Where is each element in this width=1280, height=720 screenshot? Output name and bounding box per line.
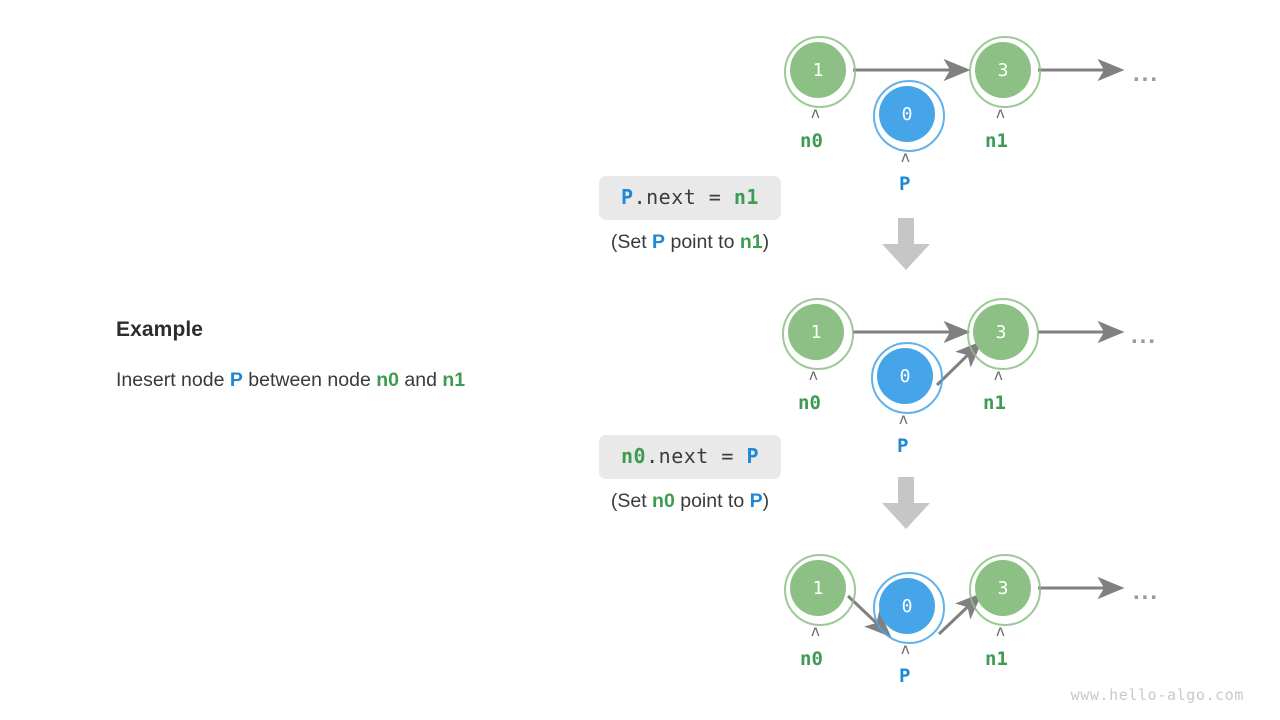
- n0-caret-icon: ʌ: [811, 622, 820, 640]
- p-caret-icon: ʌ: [899, 410, 908, 428]
- step-2-code-token-p: P: [746, 444, 759, 468]
- example-desc-token-n1: n1: [442, 369, 466, 391]
- p-node-value: 0: [901, 595, 913, 617]
- p-node[interactable]: 0: [873, 572, 945, 644]
- example-desc-token-p: P: [229, 369, 243, 391]
- p-node[interactable]: 0: [871, 342, 943, 414]
- down-arrow-icon-1: [882, 218, 930, 270]
- example-desc-text-3: and: [398, 369, 443, 391]
- row-after-p-next: 1 ʌ n0 0 ʌ P 3 ʌ n1 ...: [770, 282, 1210, 482]
- example-desc-token-n0: n0: [376, 369, 399, 391]
- n0-caret-icon: ʌ: [809, 366, 818, 384]
- step-1-caption: (Set P point to n1): [560, 231, 820, 254]
- step-2-code-token-n0: n0: [621, 444, 647, 468]
- example-description: Inesert node P between node n0 and n1: [116, 369, 556, 392]
- step-1-caption-text-3: ): [762, 231, 770, 253]
- step-1-block: P.next = n1 (Set P point to n1): [560, 176, 820, 254]
- n1-pointer-label: n1: [985, 648, 1008, 670]
- step-2-caption-text-2: point to: [674, 490, 750, 512]
- n1-pointer-label: n1: [985, 130, 1008, 152]
- n1-node[interactable]: 3: [969, 554, 1041, 626]
- p-caret-icon: ʌ: [901, 148, 910, 166]
- example-title: Example: [116, 318, 204, 341]
- n1-node-value: 3: [995, 321, 1007, 343]
- row-initial: 1 ʌ n0 0 ʌ P 3 ʌ n1 ...: [770, 20, 1210, 220]
- row-final: 1 ʌ n0 0 ʌ P 3 ʌ n1 ...: [770, 538, 1210, 720]
- p-node-value: 0: [901, 103, 913, 125]
- p-caret-icon: ʌ: [901, 640, 910, 658]
- p-pointer-label: P: [899, 665, 911, 687]
- n1-caret-icon: ʌ: [994, 366, 1003, 384]
- p-pointer-label: P: [897, 435, 909, 457]
- step-2-block: n0.next = P (Set n0 point to P): [560, 435, 820, 513]
- n0-node[interactable]: 1: [784, 36, 856, 108]
- step-2-caption-text-1: (Set: [610, 490, 653, 512]
- n1-node-value: 3: [997, 577, 1009, 599]
- n1-node[interactable]: 3: [969, 36, 1041, 108]
- step-2-caption-token-p: P: [749, 490, 763, 512]
- n1-caret-icon: ʌ: [996, 104, 1005, 122]
- n0-node[interactable]: 1: [782, 298, 854, 370]
- step-1-code-token-n1: n1: [733, 185, 759, 209]
- step-2-code-box: n0.next = P: [599, 435, 781, 479]
- n1-node-value: 3: [997, 59, 1009, 81]
- n0-node-value: 1: [810, 321, 822, 343]
- example-desc-text-2: between node: [242, 369, 377, 391]
- n0-pointer-label: n0: [800, 130, 823, 152]
- p-pointer-label: P: [899, 173, 911, 195]
- n1-pointer-label: n1: [983, 392, 1006, 414]
- n0-node[interactable]: 1: [784, 554, 856, 626]
- step-2-code-token-next: .next =: [646, 444, 747, 468]
- n1-caret-icon: ʌ: [996, 622, 1005, 640]
- step-1-code-token-p: P: [621, 185, 634, 209]
- n0-node-value: 1: [812, 59, 824, 81]
- n1-node[interactable]: 3: [967, 298, 1039, 370]
- step-1-code-box: P.next = n1: [599, 176, 781, 220]
- step-2-caption-token-n0: n0: [652, 490, 675, 512]
- tail-ellipsis: ...: [1133, 60, 1160, 87]
- p-node-value: 0: [899, 365, 911, 387]
- n0-node-value: 1: [812, 577, 824, 599]
- step-2-caption-text-3: ): [762, 490, 770, 512]
- tail-ellipsis: ...: [1133, 578, 1160, 605]
- example-block: Example Inesert node P between node n0 a…: [116, 318, 556, 392]
- n0-pointer-label: n0: [798, 392, 821, 414]
- down-arrow-icon-2: [882, 477, 930, 529]
- step-1-code-token-next: .next =: [633, 185, 734, 209]
- step-1-caption-token-n1: n1: [739, 231, 763, 253]
- row-initial-edges: [853, 58, 1125, 82]
- step-1-caption-text-1: (Set: [610, 231, 653, 253]
- tail-ellipsis: ...: [1131, 322, 1158, 349]
- watermark: www.hello-algo.com: [1070, 686, 1244, 704]
- step-1-caption-text-2: point to: [665, 231, 740, 253]
- n0-pointer-label: n0: [800, 648, 823, 670]
- p-node[interactable]: 0: [873, 80, 945, 152]
- step-2-caption: (Set n0 point to P): [560, 490, 820, 513]
- example-desc-text-1: Inesert node: [116, 369, 230, 391]
- n0-caret-icon: ʌ: [811, 104, 820, 122]
- step-1-caption-token-p: P: [652, 231, 666, 253]
